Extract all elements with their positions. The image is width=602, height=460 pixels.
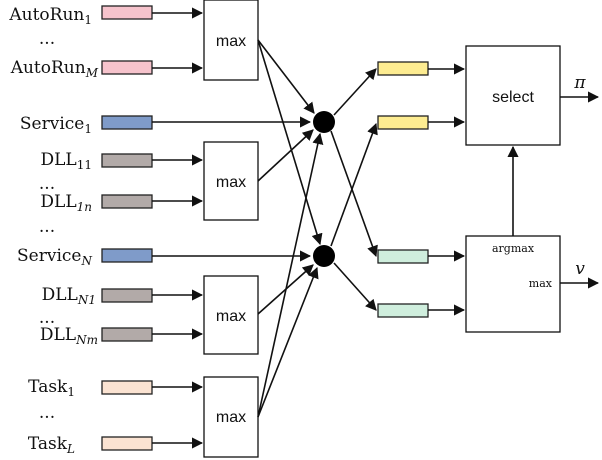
select-label: select	[492, 89, 534, 106]
edge-node-1-to-policy-vec-1	[333, 68, 377, 116]
label-task-1: Task1	[28, 377, 75, 399]
policy-output-label: π	[573, 73, 586, 93]
task-l-vector	[101, 436, 153, 451]
label-autorun-m: AutoRunM	[10, 58, 99, 80]
value-vector-1	[377, 249, 429, 264]
dll-n-max-label: max	[216, 308, 246, 325]
autorun-m-vector	[101, 60, 153, 75]
edge-task-max-to-node-2	[257, 266, 319, 418]
dll-11-vector	[101, 153, 153, 168]
label-autorun-1: AutoRun1	[8, 5, 92, 27]
edge-node-2-to-policy-vec-2	[330, 122, 378, 247]
autorun-ellipsis: ...	[39, 29, 55, 49]
argmax-label: argmax	[492, 242, 535, 255]
value-vector-2	[377, 303, 429, 318]
dll-n1-vector	[101, 288, 153, 303]
dll-ellipsis-1: ...	[39, 174, 55, 194]
dll-1-max-box	[203, 141, 259, 221]
aggregation-node-2	[313, 245, 335, 267]
aggregation-node-1	[313, 111, 335, 133]
label-task-l: TaskL	[28, 434, 75, 456]
dll-ellipsis-n: ...	[39, 308, 55, 328]
label-dll-nm: DLLNm	[40, 325, 98, 347]
service-n-vector	[101, 248, 153, 263]
edge-autorun-max-to-node-1	[257, 39, 315, 114]
policy-vector-1	[377, 61, 429, 76]
edge-node-2-to-value-vec-2	[333, 262, 377, 311]
dll-n-max-box	[203, 275, 259, 355]
task-max-label: max	[216, 409, 246, 426]
group-ellipsis: ...	[39, 217, 55, 237]
value-output-label: v	[575, 259, 585, 279]
argmax-box	[465, 235, 561, 333]
dll-nm-vector	[101, 327, 153, 342]
task-1-vector	[101, 380, 153, 395]
autorun-max-label: max	[216, 33, 246, 50]
task-max-box	[203, 376, 259, 458]
autorun-1-vector	[101, 5, 153, 20]
select-box	[465, 45, 561, 146]
dll-1-max-label: max	[216, 174, 246, 191]
label-dll-1n: DLL1n	[40, 192, 92, 214]
dll-1n-vector	[101, 194, 153, 209]
service-1-vector	[101, 115, 153, 130]
label-service-1: Service1	[20, 114, 92, 136]
label-service-n: ServiceN	[17, 246, 92, 268]
label-dll-11: DLL11	[41, 150, 93, 172]
edge-dll-1-max-to-node-1	[257, 129, 314, 182]
label-dll-n1: DLLN1	[42, 285, 96, 307]
edge-task-max-to-node-1	[257, 132, 324, 418]
value-max-label: max	[529, 277, 553, 290]
edge-autorun-max-to-node-2	[257, 39, 323, 246]
policy-vector-2	[377, 115, 429, 130]
task-ellipsis: ...	[39, 403, 55, 423]
edge-node-1-to-value-vec-1	[330, 130, 378, 258]
